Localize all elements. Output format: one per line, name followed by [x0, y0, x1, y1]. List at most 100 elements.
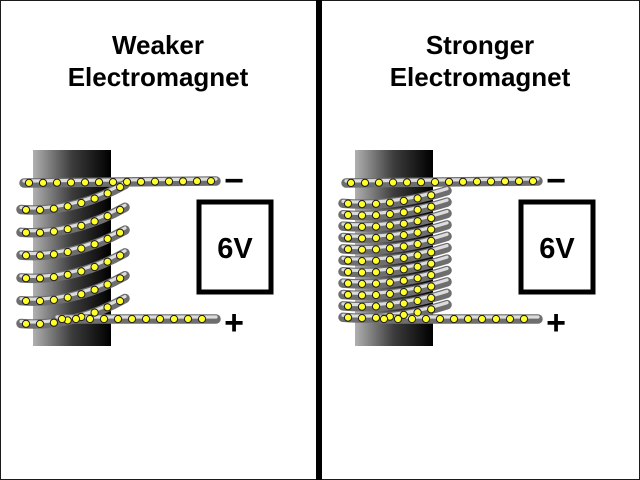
electron-dot [103, 303, 112, 312]
electron-dot [77, 198, 86, 208]
electron-dot [413, 274, 422, 283]
electron-dot [413, 251, 422, 260]
electron-dot [35, 319, 45, 328]
electron-dot [116, 297, 125, 306]
electron-dot [500, 177, 510, 186]
panel-title-line2: Electromagnet [390, 62, 571, 92]
electron-dot [385, 278, 395, 287]
electron-dot [155, 314, 165, 324]
electron-dot [90, 240, 99, 249]
electron-dot [399, 208, 408, 217]
electron-dot [427, 293, 436, 302]
electron-dot [371, 313, 381, 322]
electron-dot [371, 222, 381, 231]
electron-dot [63, 247, 72, 257]
wire-highlight [341, 187, 449, 204]
electron-dot [35, 297, 45, 306]
electron-dot [343, 233, 353, 242]
electron-dot [427, 259, 436, 268]
electron-dot [399, 253, 408, 262]
wire-highlight [19, 180, 127, 210]
electron-dot [427, 282, 436, 291]
electron-dot [178, 177, 188, 186]
electron-dot [90, 285, 99, 294]
electron-dot [357, 257, 367, 266]
electron-dot [192, 177, 202, 186]
electron-dot [491, 314, 501, 324]
electron-dot [528, 177, 538, 186]
electron-dot [413, 194, 422, 203]
electron-dot [21, 228, 31, 237]
electron-dot [66, 178, 76, 187]
positive-terminal-label: + [224, 304, 244, 342]
electron-dot [435, 314, 445, 324]
panel-divider [316, 0, 322, 480]
electron-dot [35, 251, 45, 260]
wire-tube [338, 288, 452, 312]
electron-dot [343, 267, 353, 277]
wire-tube [338, 265, 452, 289]
wire-tube [338, 185, 452, 209]
electron-dot [399, 288, 408, 297]
electron-dot [77, 244, 86, 253]
electron-dot [421, 314, 431, 324]
electron-dot [99, 314, 109, 324]
wire-highlight [19, 249, 127, 278]
electron-dot [385, 221, 395, 230]
electron-dot [486, 177, 496, 186]
electron-dot [150, 177, 160, 186]
electron-dot [116, 183, 125, 192]
electron-dot [374, 178, 384, 187]
electron-dot [21, 205, 31, 214]
wire-highlight [341, 289, 449, 307]
electron-dot [413, 217, 422, 226]
electron-dot [371, 290, 381, 300]
electron-dot [35, 205, 45, 214]
electron-dot [388, 178, 398, 187]
electron-dot [38, 178, 48, 187]
wire-tube [338, 197, 452, 221]
coil-winding [16, 176, 221, 329]
electron-dot [164, 177, 174, 186]
wire-tube [338, 208, 452, 232]
electron-dot [427, 248, 436, 257]
electron-dot [385, 232, 395, 241]
wire-highlight [19, 272, 127, 301]
electron-dot [472, 177, 482, 186]
electron-dot [63, 293, 72, 302]
electron-dot [35, 274, 45, 283]
electron-dot [90, 308, 99, 317]
electron-dot [357, 234, 367, 243]
wire-highlight [341, 209, 449, 227]
electron-dot [399, 276, 408, 285]
electron-dot [343, 302, 353, 311]
electron-dot [343, 290, 353, 299]
electron-dot [427, 271, 436, 280]
electron-dot [21, 296, 31, 306]
wire-highlight [341, 255, 449, 273]
electron-dot [103, 212, 112, 221]
electron-dot [183, 314, 193, 324]
electron-dot [357, 222, 367, 231]
wire-highlight [341, 244, 449, 261]
electron-dot [77, 267, 86, 276]
electron-dot [343, 279, 353, 288]
electron-dot [127, 314, 137, 324]
electron-dot [385, 210, 395, 219]
electron-dot [113, 314, 123, 324]
electron-dot [357, 200, 367, 209]
wire-tube [16, 270, 130, 306]
wire-tube [338, 231, 452, 255]
electron-dot [357, 314, 367, 323]
electron-dot [63, 202, 72, 211]
electron-dot [77, 221, 86, 230]
electron-dot [343, 222, 353, 231]
electron-dot [49, 204, 59, 213]
negative-terminal-label: − [224, 162, 244, 200]
electron-dot [90, 194, 99, 203]
wire-highlight [341, 278, 449, 295]
electron-dot [343, 245, 353, 254]
electron-dot [35, 228, 45, 237]
electron-dot [371, 245, 381, 254]
